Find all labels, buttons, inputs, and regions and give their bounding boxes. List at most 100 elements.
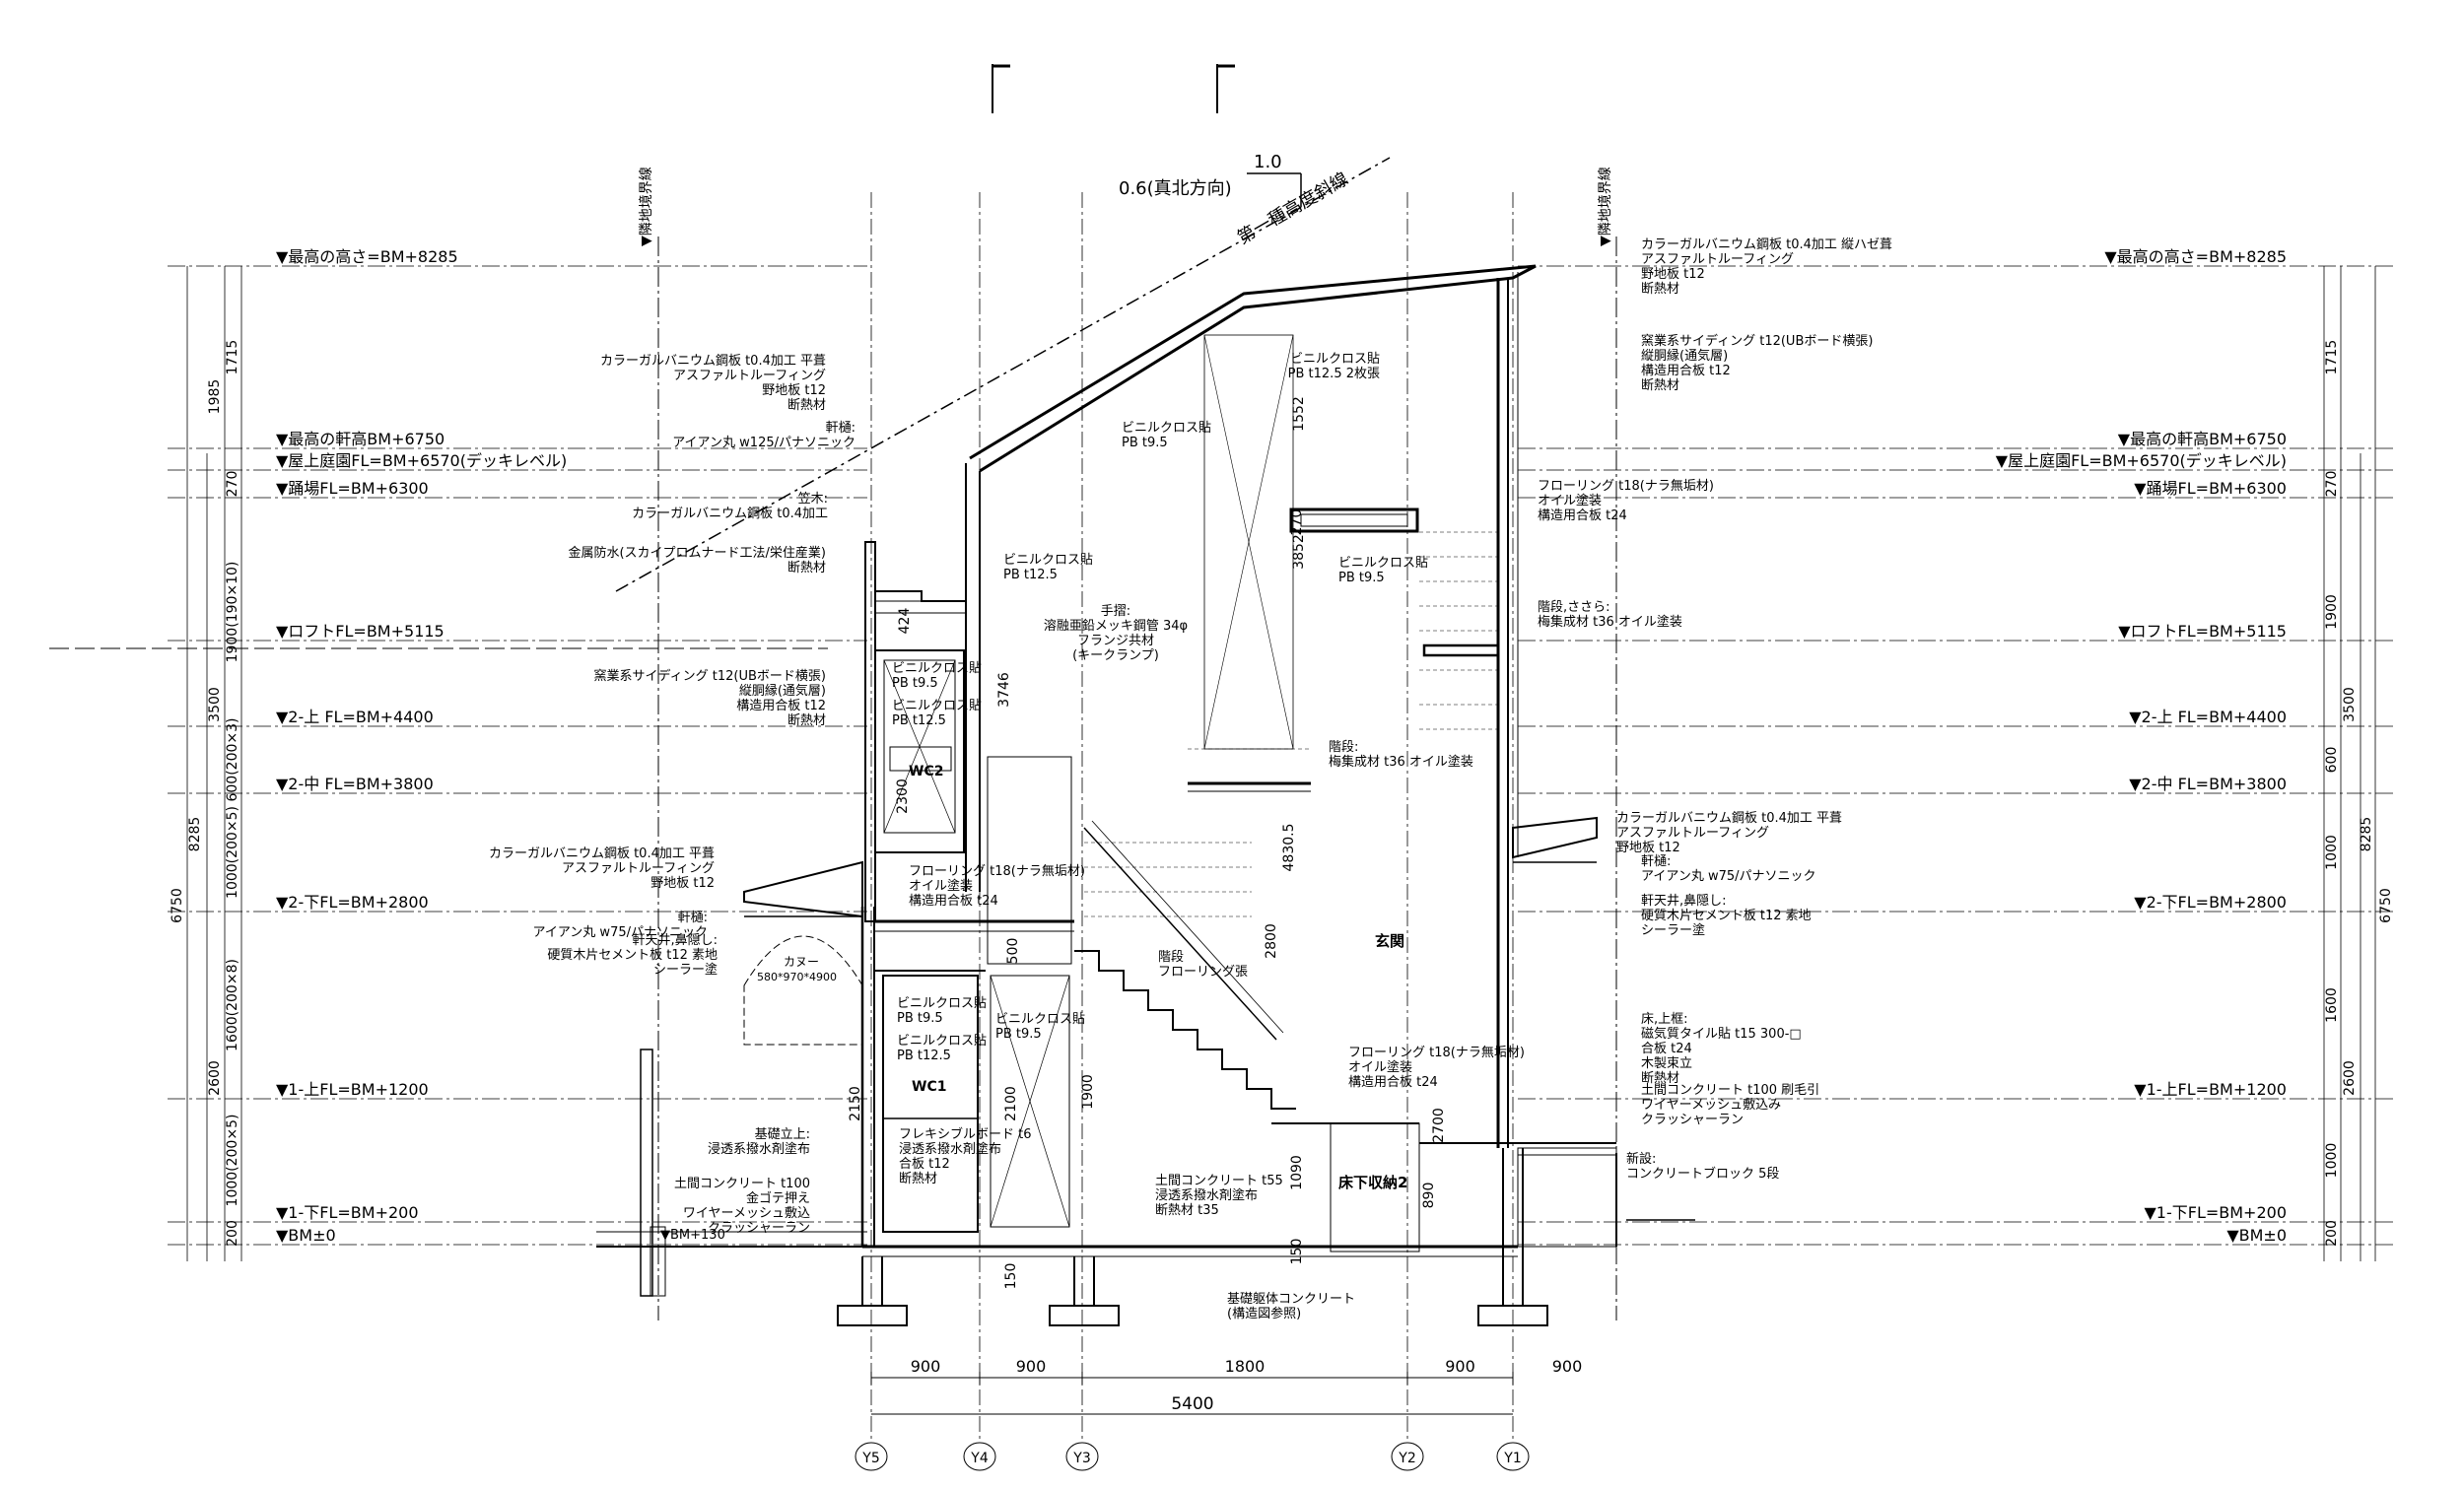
interior-dim-2: 3746: [996, 672, 1012, 708]
left-dim-6: 270: [225, 471, 240, 498]
note-line: オイル塗装: [909, 878, 973, 894]
ratio-top: 1.0: [1254, 152, 1282, 172]
grid-span-4: 900: [1552, 1357, 1583, 1376]
interior-dim-10: 2800: [1264, 923, 1279, 959]
interior-dim-4: 2300: [895, 778, 911, 814]
note-line: 断熱材 t35: [1155, 1203, 1219, 1218]
right-dim-3: 1000: [2324, 835, 2340, 870]
grid-total: 5400: [1171, 1394, 1213, 1414]
interior-dim-13: 890: [1421, 1183, 1437, 1209]
grid-axis-label-Y3: Y3: [1072, 1451, 1090, 1466]
note-stair-mid: 階段:梅集成材 t36 オイル塗装: [1329, 740, 1473, 770]
note-line: 手摺:: [1101, 604, 1130, 619]
note-line: 金属防水(スカイプロムナード工法/栄住産業): [568, 545, 826, 561]
left-dim-4: 600(200×3): [225, 717, 240, 801]
grid-span-0: 900: [911, 1357, 941, 1376]
note-line: 軒樋:: [826, 420, 856, 436]
level-label-left-f2_mid: ▼2-中 FL=BM+3800: [276, 775, 434, 793]
level-label-right-loft: ▼ロフトFL=BM+5115: [2118, 622, 2287, 641]
note-roof-left: カラーガルバニウム鋼板 t0.4加工 平葺アスファルトルーフィング野地板 t12…: [600, 354, 826, 413]
note-line: 縦胴縁(通気層): [739, 683, 826, 699]
interior-dim-6: 2150: [848, 1086, 863, 1121]
right-dim-6: 270: [2324, 471, 2340, 498]
note-line: 窯業系サイディング t12(UBボード横張): [1641, 333, 1873, 349]
dimension-labels: 2001000(200×5)1600(200×8)1000(200×5)600(…: [170, 340, 2394, 1290]
boundary-right: ▼隣地境界線: [1598, 167, 1613, 246]
interior-dim-14: 2700: [1431, 1108, 1447, 1143]
note-line: ワイヤーメッシュ敷込: [683, 1206, 810, 1221]
left-dim2-2: 1985: [207, 379, 223, 415]
note-line: アスファルトルーフィング: [562, 861, 715, 876]
level-label-right-f1_upper: ▼1-上FL=BM+1200: [2134, 1080, 2287, 1099]
note-line: 軒天井,鼻隠し:: [1641, 893, 1727, 909]
level-label-left-roof_garden: ▼屋上庭園FL=BM+6570(デッキレベル): [276, 451, 567, 470]
room-wc1: WC1: [912, 1079, 946, 1095]
level-label-left-max_height: ▼最高の高さ=BM+8285: [276, 247, 458, 266]
left-dim-5: 1900(190×10): [225, 562, 240, 663]
note-line: ビニルクロス貼: [1122, 421, 1211, 436]
note-line: 合板 t24: [1641, 1042, 1692, 1056]
note-line: PB t9.5: [897, 1011, 943, 1026]
note-line: 窯業系サイディング t12(UBボード横張): [594, 668, 826, 684]
right-dim-0: 200: [2324, 1220, 2340, 1247]
right-dim-1: 1000: [2324, 1143, 2340, 1179]
note-line: カラーガルバニウム鋼板 t0.4加工: [632, 507, 828, 521]
note-line: シーラー塗: [653, 962, 718, 978]
note-stair-upper: 階段,ささら:梅集成材 t36 オイル塗装: [1538, 600, 1682, 630]
note-line: 野地板 t12: [650, 876, 715, 891]
level-label-left-max_eave: ▼最高の軒高BM+6750: [276, 430, 445, 448]
note-line: 断熱材: [1641, 1071, 1679, 1086]
note-line: ビニルクロス貼: [1003, 553, 1093, 568]
note-line: 基礎躯体コンクリート: [1227, 1291, 1355, 1307]
note-line: フローリング t18(ナラ無垢材): [909, 864, 1085, 879]
note-line: 断熱材: [787, 713, 826, 728]
note-line: ワイヤーメッシュ敷込み: [1641, 1098, 1781, 1113]
note-line: PB t12.5: [892, 713, 946, 728]
note-foundation-rise: 基礎立上:浸透系撥水剤塗布: [708, 1127, 810, 1157]
level-label-left-landing: ▼踊場FL=BM+6300: [276, 479, 429, 498]
note-line: アイアン丸 w125/パナソニック: [672, 436, 856, 450]
note-foundation: 基礎躯体コンクリート(構造図参照): [1227, 1291, 1355, 1321]
note-line: 断熱材: [787, 398, 826, 413]
level-label-left-loft: ▼ロフトFL=BM+5115: [276, 622, 445, 641]
level-label-right-f2_lower: ▼2-下FL=BM+2800: [2134, 893, 2287, 912]
note-line: 階段,ささら:: [1538, 600, 1610, 615]
level-label-right-f2_upper: ▼2-上 FL=BM+4400: [2129, 708, 2287, 726]
canoe-size: 580*970*4900: [757, 971, 837, 983]
right-dim2-2: 1715: [2324, 340, 2340, 375]
room-entrance: 玄関: [1375, 932, 1404, 950]
note-line: 金ゴテ押え: [746, 1190, 810, 1206]
interior-dim-3: 424: [897, 608, 913, 635]
note-roof-right: カラーガルバニウム鋼板 t0.4加工 縦ハゼ葺アスファルトルーフィング野地板 t…: [1641, 237, 1892, 297]
note-line: フローリング t18(ナラ無垢材): [1538, 479, 1714, 494]
right-dim3: 8285: [2359, 817, 2374, 852]
note-line: オイル塗装: [1538, 493, 1602, 508]
note-line: ビニルクロス貼: [1338, 556, 1428, 571]
note-line: カラーガルバニウム鋼板 t0.4加工 平葺: [1616, 811, 1842, 826]
grid-axis-circle-Y2: [1391, 1442, 1424, 1471]
note-flooring-mid: フローリング t18(ナラ無垢材)オイル塗装構造用合板 t24: [909, 864, 1085, 909]
level-label-left-bm: ▼BM±0: [276, 1226, 336, 1245]
note-line: 笠木:: [798, 492, 828, 507]
grid-axis-label-Y1: Y1: [1503, 1451, 1521, 1466]
note-line: 新設:: [1626, 1151, 1656, 1167]
interior-dim-16: 150: [1289, 1239, 1305, 1265]
level-bm130: ▼BM+130: [660, 1228, 725, 1243]
note-line: アスファルトルーフィング: [673, 369, 826, 383]
level-label-right-bm: ▼BM±0: [2226, 1226, 2287, 1245]
note-line: フランジ共材: [1077, 634, 1154, 648]
note-line: 階段: [1158, 950, 1184, 965]
note-roof-right-low: カラーガルバニウム鋼板 t0.4加工 平葺アスファルトルーフィング野地板 t12: [1616, 811, 1842, 855]
grid-span-2: 1800: [1225, 1357, 1266, 1376]
slope-line-label: 第一種高度斜線: [1234, 169, 1352, 248]
left-dim-2: 1600(200×8): [225, 959, 240, 1051]
note-flooring-low: フローリング t18(ナラ無垢材)オイル塗装構造用合板 t24: [1348, 1046, 1525, 1090]
building-geometry: [49, 64, 2376, 1439]
grid-axis-circle-Y1: [1496, 1442, 1530, 1471]
